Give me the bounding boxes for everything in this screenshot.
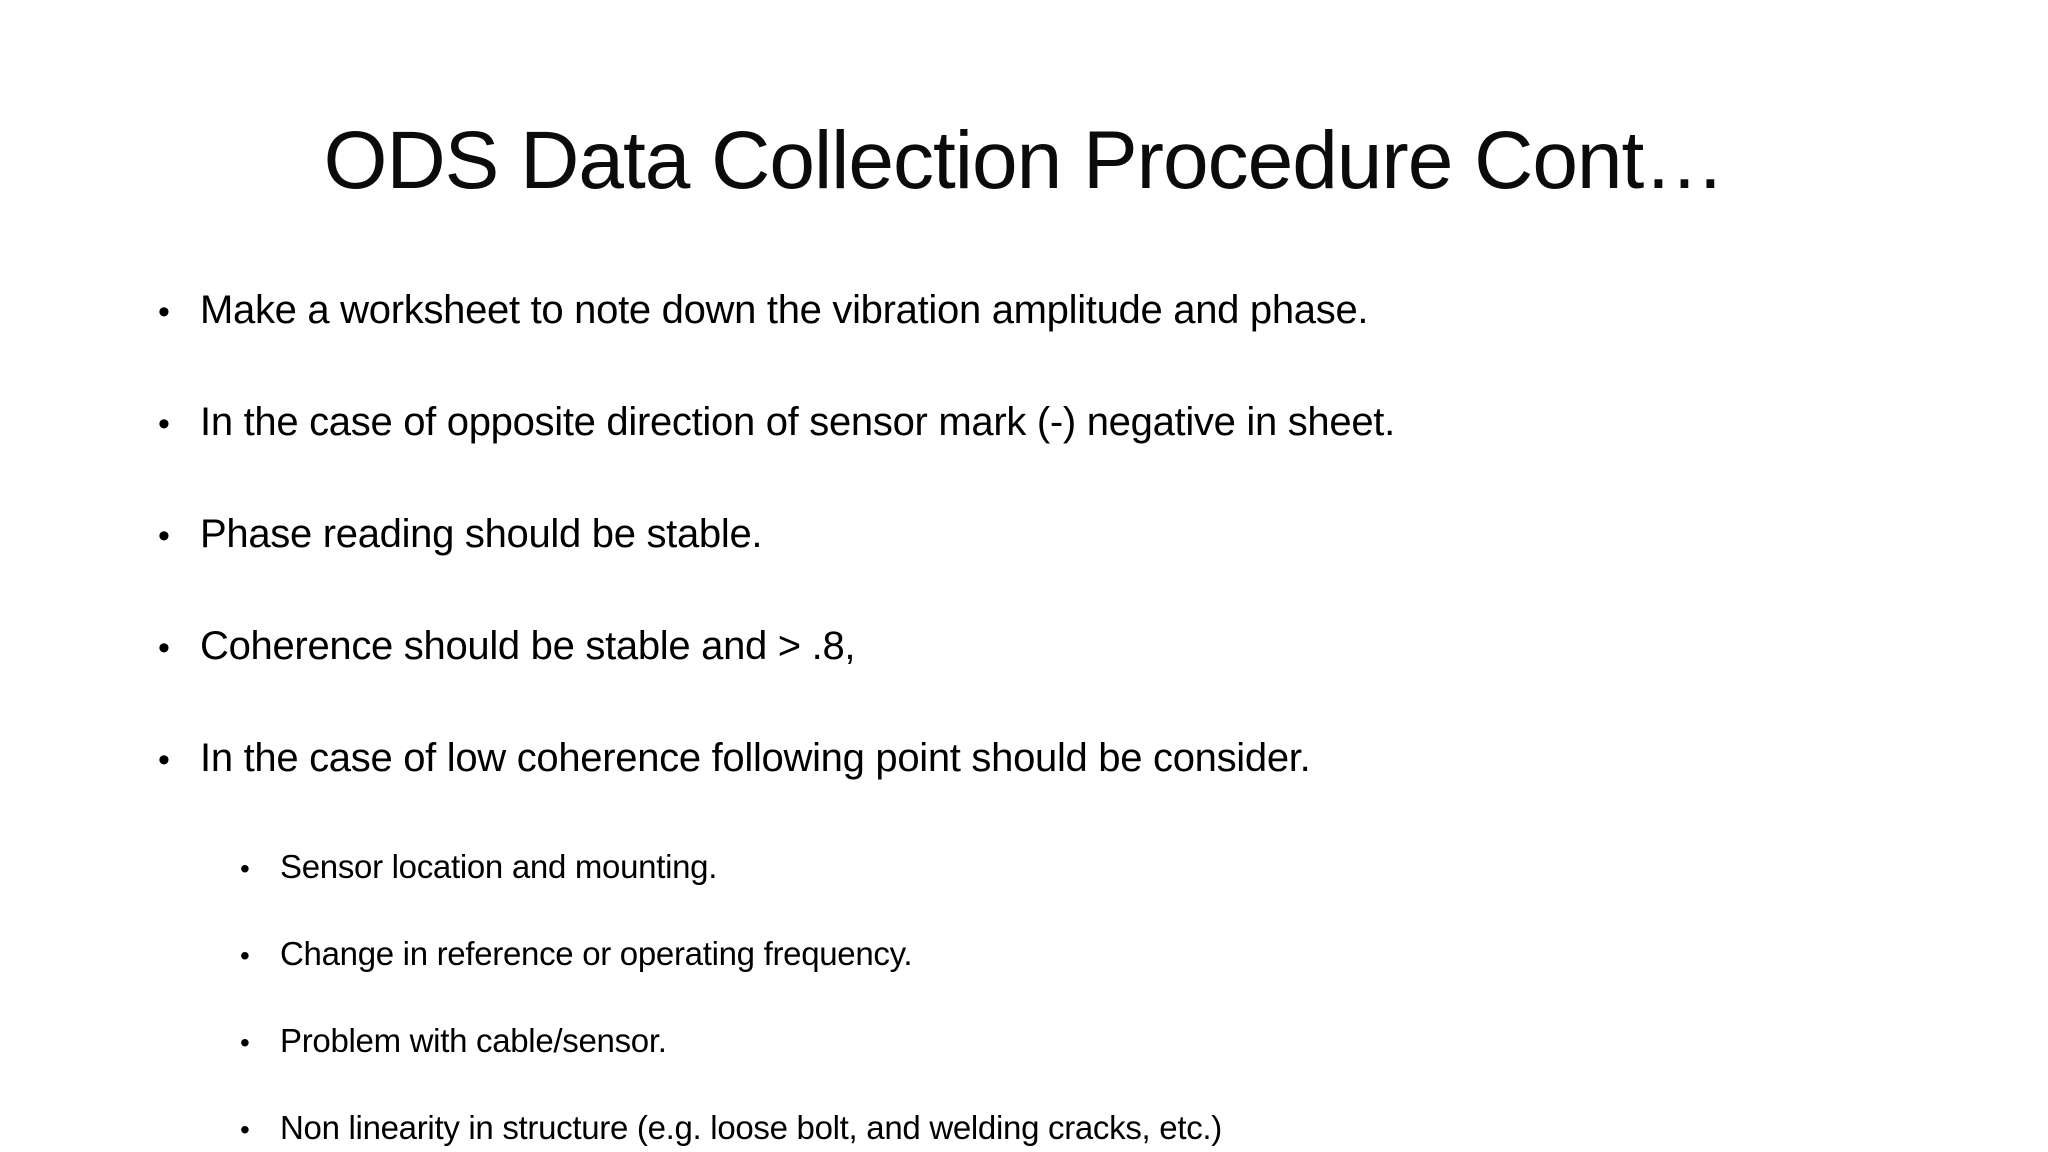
bullet-marker: •	[158, 405, 170, 443]
bullet-list: • Make a worksheet to note down the vibr…	[158, 286, 1948, 1151]
sub-bullet-item: • Non linearity in structure (e.g. loose…	[240, 1107, 1948, 1151]
bullet-marker: •	[158, 741, 170, 779]
bullet-marker: •	[240, 1027, 250, 1058]
bullet-item: • Phase reading should be stable.	[158, 510, 1948, 560]
sub-bullet-text: Change in reference or operating frequen…	[280, 935, 913, 972]
bullet-text: Phase reading should be stable.	[200, 512, 763, 556]
bullet-text: In the case of opposite direction of sen…	[200, 400, 1395, 444]
sub-bullet-text: Non linearity in structure (e.g. loose b…	[280, 1109, 1222, 1146]
bullet-text: In the case of low coherence following p…	[200, 736, 1311, 780]
bullet-marker: •	[158, 517, 170, 555]
bullet-marker: •	[240, 940, 250, 971]
sub-bullet-text: Sensor location and mounting.	[280, 848, 718, 885]
sub-bullet-list: • Sensor location and mounting. • Change…	[240, 846, 1948, 1151]
sub-bullet-text: Problem with cable/sensor.	[280, 1022, 667, 1059]
sub-bullet-item: • Sensor location and mounting.	[240, 846, 1948, 890]
bullet-item: • In the case of opposite direction of s…	[158, 398, 1948, 448]
sub-bullet-item: • Change in reference or operating frequ…	[240, 933, 1948, 977]
slide-title: ODS Data Collection Procedure Cont…	[323, 115, 1726, 206]
bullet-item: • Coherence should be stable and > .8,	[158, 622, 1948, 672]
sub-bullet-item: • Problem with cable/sensor.	[240, 1020, 1948, 1064]
bullet-item: • Make a worksheet to note down the vibr…	[158, 286, 1948, 336]
bullet-item: • In the case of low coherence following…	[158, 734, 1948, 784]
bullet-marker: •	[158, 629, 170, 667]
bullet-marker: •	[240, 1114, 250, 1145]
bullet-text: Make a worksheet to note down the vibrat…	[200, 288, 1369, 332]
bullet-marker: •	[158, 293, 170, 331]
bullet-text: Coherence should be stable and > .8,	[200, 624, 856, 668]
bullet-marker: •	[240, 853, 250, 884]
